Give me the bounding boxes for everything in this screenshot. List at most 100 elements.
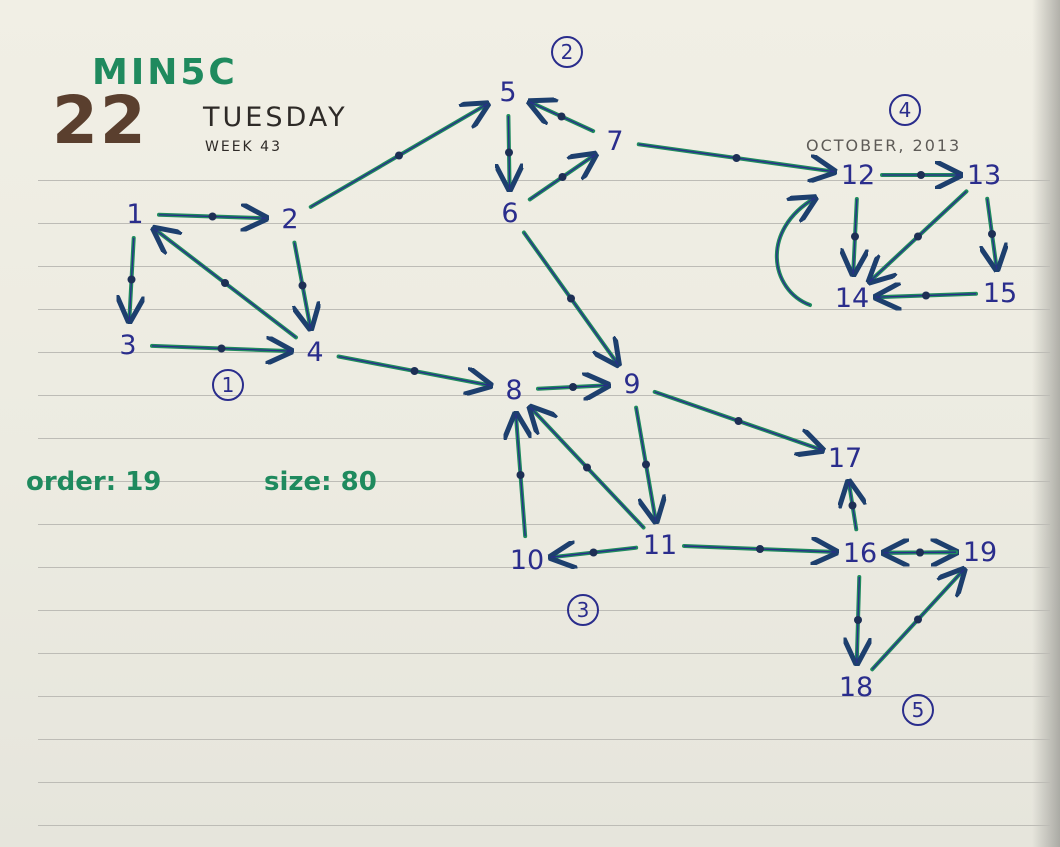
ruled-line — [38, 739, 1050, 740]
edge-midpoint-dot — [854, 616, 862, 624]
edge-7-12 — [636, 142, 834, 171]
node-17: 17 — [828, 443, 862, 474]
edge-18-19 — [870, 570, 964, 672]
svg-text:1: 1 — [222, 373, 235, 397]
edge-2-5 — [308, 104, 488, 209]
edge-midpoint-dot — [914, 615, 922, 624]
node-1: 1 — [126, 199, 143, 230]
edge-midpoint-dot — [756, 545, 764, 553]
edge-16-18 — [854, 574, 862, 663]
component-label-1: 1 — [212, 369, 244, 401]
node-12: 12 — [841, 160, 875, 191]
edge-midpoint-dot — [558, 173, 567, 181]
code-label: MIN5C — [92, 52, 238, 93]
edge-midpoint-dot — [914, 232, 922, 241]
svg-text:3: 3 — [577, 598, 590, 622]
edge-midpoint-dot — [221, 279, 229, 287]
edge-14-12-overlay — [776, 197, 816, 306]
edge-2-4 — [294, 240, 310, 329]
ruled-line — [38, 266, 1050, 267]
edge-13-14 — [870, 189, 969, 281]
edge-midpoint-dot — [569, 383, 577, 391]
component-label-2: 2 — [551, 36, 583, 68]
edge-midpoint-dot — [917, 171, 925, 179]
node-9: 9 — [623, 369, 640, 400]
svg-text:2: 2 — [561, 40, 574, 64]
edge-midpoint-dot — [732, 154, 741, 162]
ruled-line — [38, 180, 1050, 181]
ruled-line — [38, 481, 1050, 482]
ruled-line — [38, 610, 1050, 611]
edge-16-17 — [848, 482, 857, 532]
edge-midpoint-dot — [916, 548, 924, 557]
edge-midpoint-dot — [505, 148, 513, 157]
edge-midpoint-dot — [589, 548, 598, 557]
node-10: 10 — [510, 545, 544, 576]
ruled-line — [38, 696, 1050, 697]
node-4: 4 — [306, 337, 323, 368]
edge-9-11 — [634, 405, 656, 522]
node-7: 7 — [606, 126, 623, 157]
node-14: 14 — [835, 283, 869, 314]
ruled-line — [38, 653, 1050, 654]
ruled-line — [38, 395, 1050, 396]
edge-midpoint-dot — [298, 281, 307, 290]
page-shadow — [1032, 0, 1060, 847]
edge-12-13 — [880, 171, 960, 179]
node-18: 18 — [839, 672, 873, 703]
node-5: 5 — [499, 77, 516, 108]
edge-midpoint-dot — [567, 294, 575, 303]
component-label-5: 5 — [902, 694, 934, 726]
size-label: size: 80 — [264, 467, 377, 497]
node-11: 11 — [643, 530, 677, 561]
edge-19-16 — [884, 548, 959, 557]
edge-midpoint-dot — [922, 291, 930, 300]
node-2: 2 — [281, 204, 298, 235]
week-label: WEEK 43 — [205, 139, 282, 155]
node-8: 8 — [505, 375, 522, 406]
edge-7-5 — [530, 102, 596, 134]
edge-3-4 — [149, 344, 291, 353]
month-year-label: OCTOBER, 2013 — [806, 136, 962, 155]
edge-midpoint-dot — [642, 460, 650, 469]
edge-11-16 — [681, 545, 836, 553]
edge-6-7 — [527, 155, 595, 202]
edge-10-8 — [516, 414, 525, 539]
ruled-line — [38, 352, 1050, 353]
ruled-line — [38, 524, 1050, 525]
ruled-line — [38, 825, 1050, 826]
edge-4-1 — [154, 229, 298, 340]
edge-midpoint-dot — [583, 463, 591, 472]
node-3: 3 — [119, 330, 136, 361]
edge-midpoint-dot — [516, 471, 525, 479]
node-6: 6 — [501, 198, 518, 229]
edge-15-14 — [876, 291, 979, 300]
edge-midpoint-dot — [848, 501, 857, 510]
edge-midpoint-dot — [395, 151, 403, 160]
ruled-line — [38, 567, 1050, 568]
edge-midpoint-dot — [217, 344, 226, 353]
edge-midpoint-dot — [208, 212, 217, 221]
edge-midpoint-dot — [988, 230, 996, 238]
node-13: 13 — [967, 160, 1001, 191]
node-19: 19 — [963, 537, 997, 568]
edge-midpoint-dot — [734, 417, 743, 425]
ruled-line — [38, 309, 1050, 310]
edge-9-17 — [652, 389, 823, 450]
edge-13-15 — [987, 196, 997, 269]
component-label-3: 3 — [567, 594, 599, 626]
day-name: TUESDAY — [203, 102, 348, 133]
edge-6-9 — [521, 230, 618, 365]
ruled-line — [38, 223, 1050, 224]
component-label-4: 4 — [889, 94, 921, 126]
node-16: 16 — [843, 538, 877, 569]
ruled-line — [38, 782, 1050, 783]
edge-midpoint-dot — [557, 112, 566, 121]
edge-11-10 — [551, 548, 639, 558]
edge-14-12 — [774, 198, 815, 307]
edge-4-8 — [336, 354, 491, 386]
svg-text:4: 4 — [899, 98, 912, 122]
